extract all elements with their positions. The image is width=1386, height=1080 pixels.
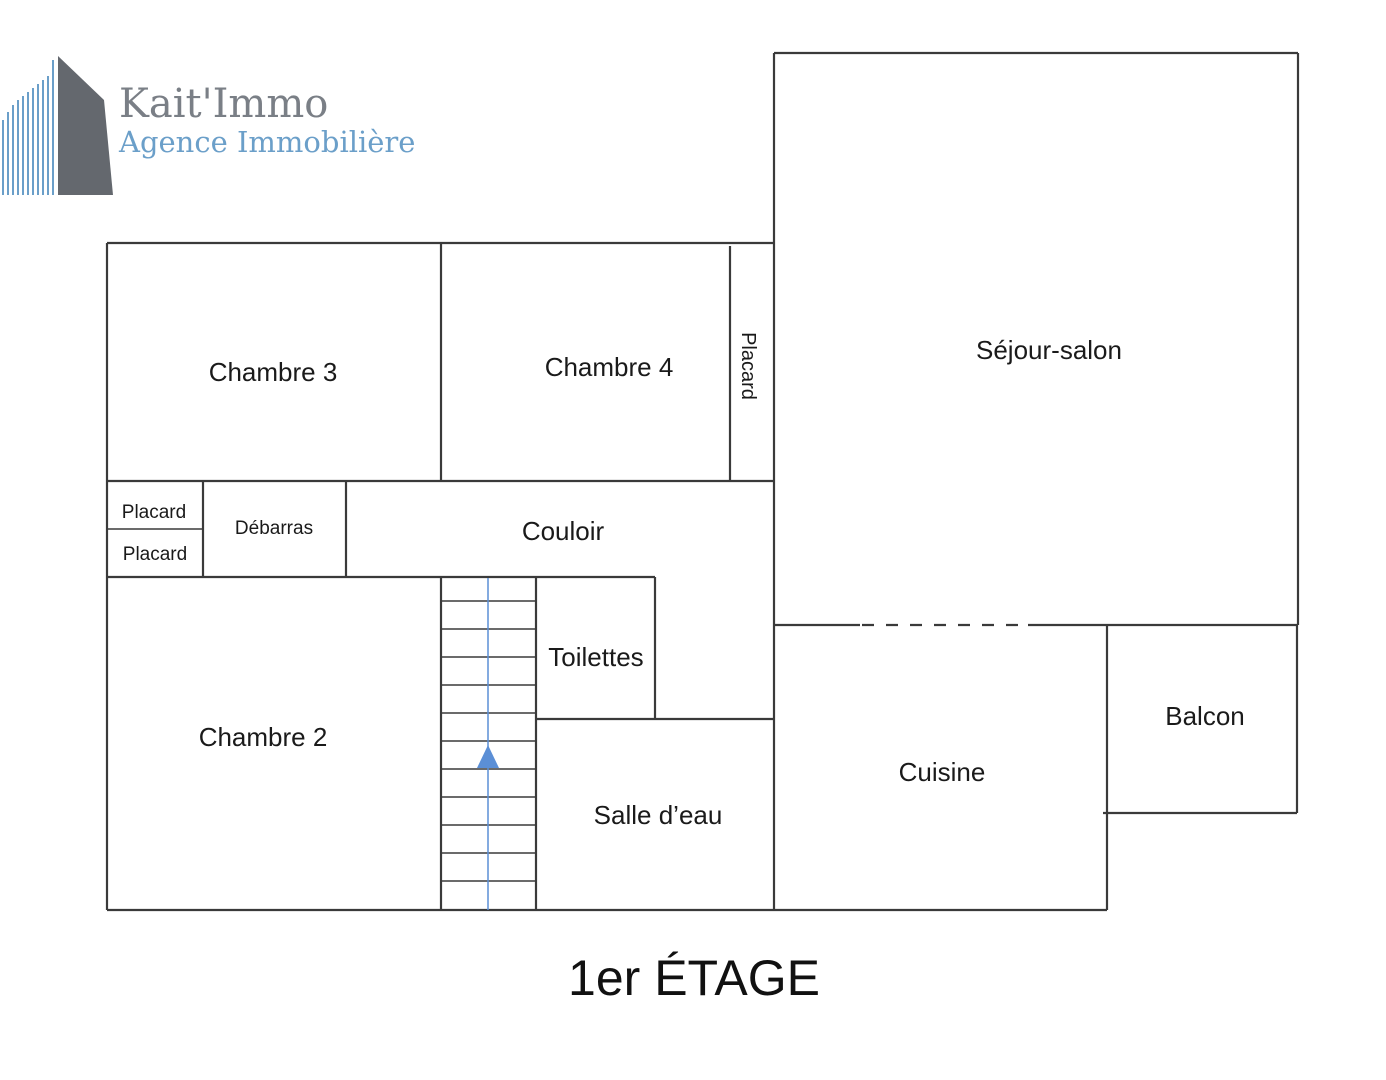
room-label-couloir: Couloir	[522, 516, 605, 546]
staircase	[441, 578, 536, 910]
room-label-cuisine: Cuisine	[899, 757, 986, 787]
walls	[105, 51, 1300, 912]
room-label-chambre-4: Chambre 4	[545, 352, 674, 382]
agency-tagline: Agence Immobilière	[119, 125, 416, 159]
room-label-debarras: Débarras	[235, 518, 313, 539]
room-label-placard-top: Placard	[122, 502, 186, 523]
stair-up-arrow-icon	[477, 745, 499, 768]
agency-logo-icon	[2, 56, 113, 195]
room-label-sejour-salon: Séjour-salon	[976, 335, 1122, 365]
room-label-placard-bottom: Placard	[123, 544, 187, 565]
room-label-chambre-3: Chambre 3	[209, 357, 338, 387]
room-label-balcon: Balcon	[1165, 701, 1245, 731]
agency-name: Kait'Immo	[119, 81, 329, 127]
floor-title: 1er ÉTAGE	[568, 950, 820, 1006]
room-label-placard-vertical: Placard	[737, 332, 759, 400]
room-label-salle-eau: Salle d’eau	[594, 800, 723, 830]
room-label-chambre-2: Chambre 2	[199, 722, 328, 752]
room-label-toilettes: Toilettes	[548, 642, 643, 672]
